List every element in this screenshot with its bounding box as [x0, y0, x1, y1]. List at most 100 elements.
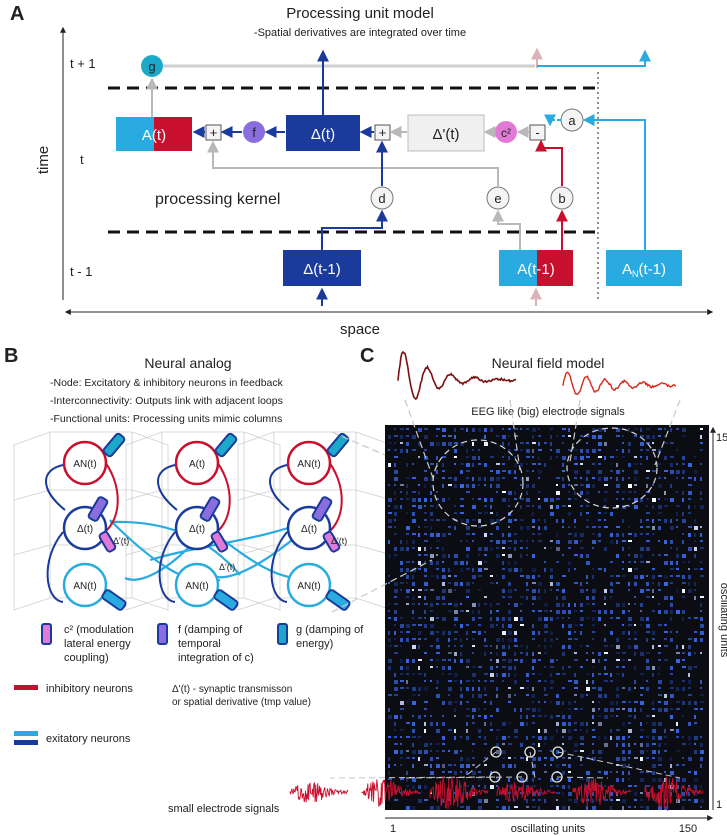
field-cell: [544, 519, 546, 523]
field-cell: [676, 722, 678, 726]
field-cell: [676, 561, 678, 565]
field-cell: [466, 631, 468, 635]
field-cell: [520, 778, 524, 782]
field-cell: [454, 442, 458, 444]
field-cell: [550, 736, 554, 740]
field-cell: [520, 645, 523, 647]
field-cell: [496, 477, 500, 481]
field-cell: [550, 512, 554, 516]
field-cell: [550, 631, 553, 635]
field-cell: [598, 673, 601, 675]
field-cell: [412, 778, 416, 782]
field-cell: [682, 687, 685, 691]
field-cell: [490, 610, 492, 614]
field-cell: [628, 715, 632, 717]
field-cell: [538, 806, 540, 810]
field-cell: [700, 799, 704, 803]
field-cell: [394, 470, 398, 474]
field-cell: [622, 799, 626, 803]
field-cell: [550, 589, 552, 591]
field-cell: [532, 568, 536, 572]
field-cell: [610, 561, 613, 563]
field-cell: [598, 785, 602, 787]
field-cell: [400, 743, 402, 745]
field-cell: [694, 519, 696, 523]
field-cell: [406, 575, 409, 579]
field-cell: [616, 533, 619, 537]
field-cell: [586, 687, 590, 691]
field-cell: [412, 722, 415, 726]
field-cell: [610, 701, 614, 705]
field-cell: [538, 575, 540, 577]
field-cell: [622, 547, 624, 551]
neural-columns: AN(t)Δ(t)Δ'(t)AN(t)A(t)Δ(t)Δ'(t)AN(t)AN(…: [45, 432, 351, 611]
field-cell: [532, 757, 536, 761]
field-cell: [448, 638, 450, 642]
field-cell: [682, 589, 685, 593]
field-cell: [616, 799, 620, 801]
field-cell: [484, 785, 486, 789]
field-cell: [436, 638, 439, 642]
field-cell: [412, 687, 416, 691]
field-cell: [484, 561, 487, 563]
field-cell: [568, 484, 570, 486]
field-cell: [460, 806, 464, 808]
legend-g-line-2: energy): [296, 638, 333, 650]
field-cell: [406, 512, 408, 514]
field-cell: [454, 463, 456, 465]
field-cell: [454, 603, 458, 607]
field-cell: [700, 442, 703, 444]
field-cell: [448, 799, 451, 801]
field-cell: [700, 568, 703, 570]
field-cell: [424, 449, 427, 451]
field-cell: [424, 526, 428, 528]
field-cell: [688, 589, 692, 593]
field-cell: [628, 736, 630, 738]
neuron-top-label: AN(t): [73, 459, 96, 470]
field-cell: [436, 764, 440, 768]
field-cell: [568, 540, 572, 544]
field-cell: [436, 435, 438, 437]
field-cell: [424, 617, 426, 619]
field-cell: [688, 498, 691, 500]
field-cell: [562, 596, 566, 600]
field-cell: [556, 778, 559, 780]
field-cell: [688, 736, 691, 740]
excitatory-loop-up: [45, 464, 66, 511]
field-cell: [472, 771, 476, 775]
field-cell: [394, 610, 397, 614]
field-cell: [640, 463, 642, 465]
field-cell: [616, 652, 620, 654]
field-cell: [616, 498, 618, 500]
field-cell: [460, 694, 463, 698]
field-cell: [520, 575, 524, 577]
field-cell: [610, 645, 614, 647]
field-cell: [532, 554, 535, 558]
field-cell: [574, 757, 578, 759]
field-cell: [538, 498, 540, 500]
field-cell: [550, 687, 553, 689]
field-cell: [646, 491, 650, 493]
field-cell: [538, 757, 541, 761]
field-cell: [646, 526, 650, 528]
field-cell: [562, 736, 564, 738]
field-cell: [688, 463, 692, 467]
field-cell: [598, 526, 601, 528]
excitatory-loop-up: [269, 464, 290, 511]
field-cell: [580, 491, 583, 495]
field-cell: [412, 610, 414, 614]
box-delta-t-1: [283, 250, 361, 286]
field-cell: [418, 673, 422, 675]
field-cell: [700, 575, 704, 577]
field-cell: [388, 512, 392, 514]
field-cell: [502, 477, 505, 479]
field-cell: [544, 561, 546, 563]
field-cell: [574, 533, 577, 537]
field-cell: [688, 799, 691, 801]
f-synapse: [311, 496, 333, 522]
field-cell: [412, 701, 416, 705]
field-cell: [538, 505, 541, 509]
field-cell: [604, 659, 607, 661]
field-cell: [574, 610, 577, 612]
field-cell: [448, 652, 452, 654]
